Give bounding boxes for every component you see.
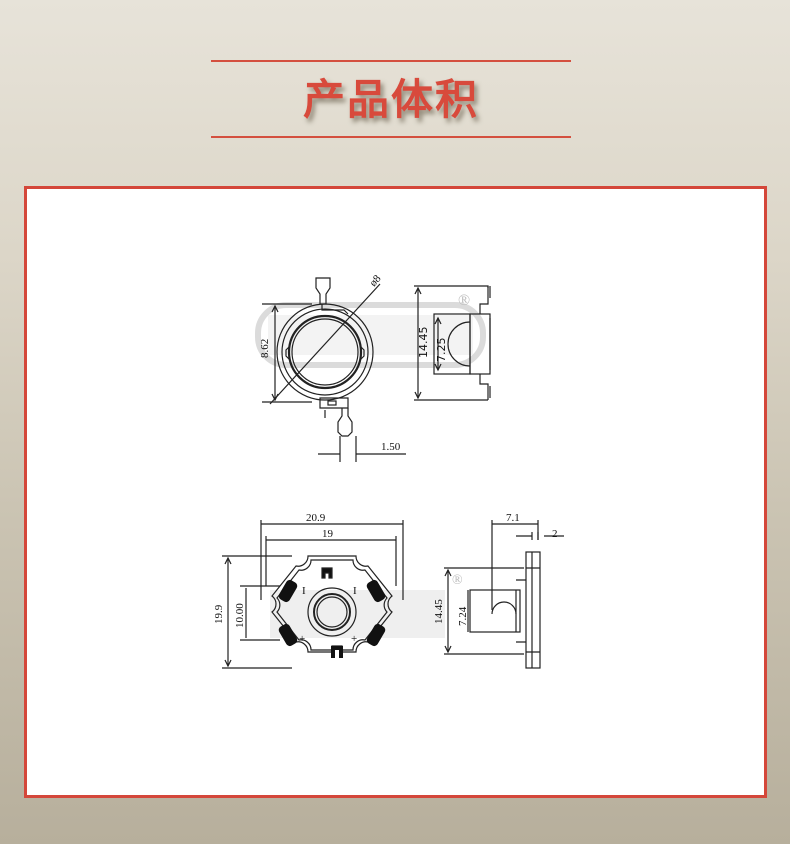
led-side-view bbox=[414, 285, 491, 401]
star-board-view bbox=[222, 520, 404, 669]
dim-board-thickness-label: 2 bbox=[552, 528, 558, 540]
polarity-pos-right: + bbox=[351, 633, 357, 645]
dim-pad-spacing-label: 10.00 bbox=[234, 603, 246, 628]
dim-diameter-label: ø8 bbox=[367, 272, 384, 289]
dim-lens-height-label: 7.25 bbox=[435, 338, 448, 363]
title-rule-top bbox=[211, 60, 571, 62]
watermark-bottom bbox=[270, 590, 445, 638]
dim-width-outer-label: 20.9 bbox=[306, 512, 326, 524]
registered-mark: ® bbox=[458, 292, 470, 309]
dimension-drawing-card bbox=[24, 186, 767, 798]
dim-board-height-label: 19.9 bbox=[213, 604, 225, 624]
star-side-view bbox=[444, 520, 564, 669]
dim-height-label: 8.62 bbox=[259, 339, 271, 358]
dim-side-total-height-label: 14.45 bbox=[433, 599, 445, 624]
dim-depth-label: 7.1 bbox=[506, 512, 520, 524]
led-front-view bbox=[262, 277, 406, 462]
polarity-neg-left: I bbox=[302, 585, 306, 597]
solder-pads bbox=[278, 579, 386, 658]
registered-mark-bottom: ® bbox=[452, 573, 463, 588]
page-title: 产品体积 bbox=[302, 75, 479, 124]
polarity-pos-left: + bbox=[299, 633, 305, 645]
dim-total-height-label: 14.45 bbox=[417, 327, 430, 359]
dim-width-inner-label: 19 bbox=[322, 528, 334, 540]
polarity-neg-right: I bbox=[353, 585, 357, 597]
dim-side-lens-height-label: 7.24 bbox=[457, 606, 469, 626]
dim-lead-width-label: 1.50 bbox=[381, 441, 401, 453]
title-rule-bottom bbox=[211, 136, 571, 138]
